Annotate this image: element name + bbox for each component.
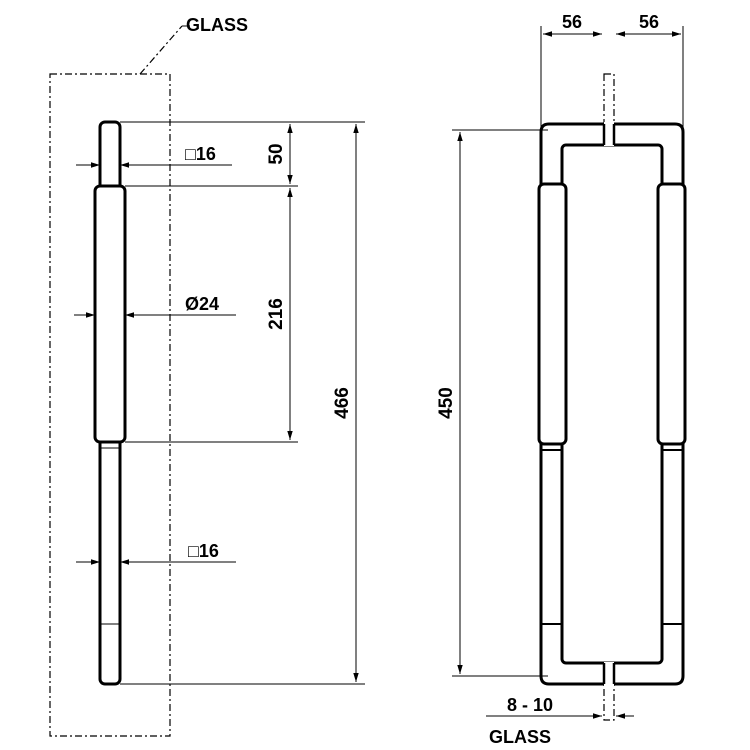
dim-thickness-label: 8 - 10 (507, 695, 553, 715)
dimension-216: 216 (266, 188, 293, 440)
dim-50-label: 50 (266, 143, 287, 164)
diameter-label: Ø24 (185, 294, 219, 314)
dimension-56-left: 56 (543, 12, 602, 37)
square-callout-bottom: □16 (76, 541, 236, 565)
diameter-callout: Ø24 (74, 294, 236, 318)
glass-leader-line (139, 25, 183, 75)
dim-216-label: 216 (266, 298, 287, 330)
square-label-bottom: □16 (188, 541, 219, 561)
handle-side-profile (93, 120, 127, 686)
side-view: GLASS □16 Ø24 □16 50 (49, 15, 365, 737)
dimension-56-right: 56 (616, 12, 681, 37)
front-view: 56 56 450 8 - 10 GLASS (436, 12, 687, 747)
dimension-glass-thickness: 8 - 10 GLASS (486, 695, 634, 747)
glass-label-top: GLASS (186, 15, 248, 35)
dimension-450: 450 (436, 132, 463, 674)
grip-right (656, 182, 687, 446)
dim-56-left-label: 56 (562, 12, 582, 32)
square-callout-top: □16 (76, 144, 232, 168)
square-label-top: □16 (185, 144, 216, 164)
dimension-466: 466 (332, 124, 359, 682)
glass-panel-outline (49, 73, 171, 737)
dim-450-label: 450 (436, 387, 457, 419)
grip-left (537, 182, 568, 446)
dim-56-right-label: 56 (639, 12, 659, 32)
glass-label-bottom: GLASS (489, 727, 551, 747)
handle-frame-inner (560, 143, 664, 665)
dim-466-label: 466 (332, 387, 353, 419)
dimension-50: 50 (266, 124, 293, 184)
